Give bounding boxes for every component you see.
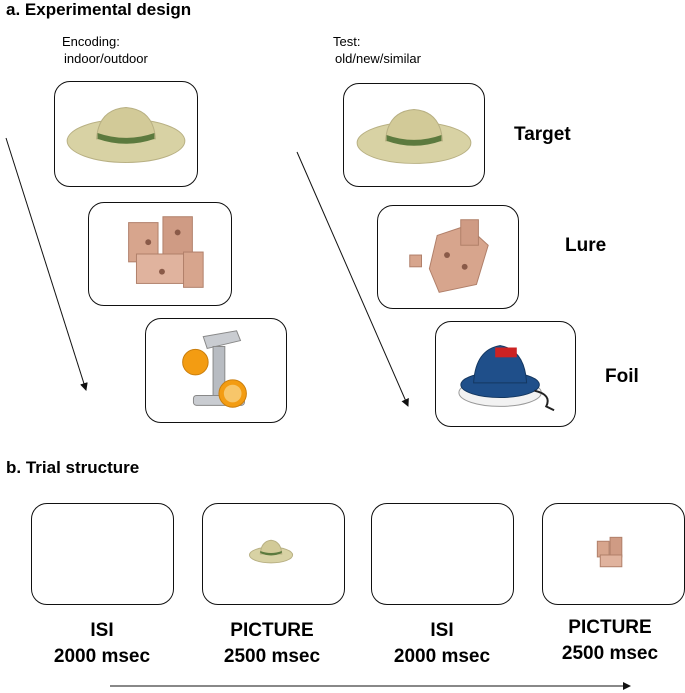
trial-1-duration: 2000 msec bbox=[53, 646, 151, 667]
trial-frame-isi-2 bbox=[371, 503, 514, 605]
condition-target: Target bbox=[514, 124, 571, 145]
test-image-foil bbox=[435, 321, 576, 427]
trial-frame-picture-2 bbox=[542, 503, 685, 605]
wooden-blocks-small-icon bbox=[596, 536, 623, 568]
encoding-image-juicer bbox=[145, 318, 287, 423]
wooden-blocks-variant-icon bbox=[409, 219, 489, 293]
straw-hat-icon bbox=[66, 107, 186, 163]
trial-frame-picture-1 bbox=[202, 503, 345, 605]
trial-label-4: PICTURE 2500 msec bbox=[535, 615, 685, 667]
test-image-target bbox=[343, 83, 485, 187]
trial-frame-isi-1 bbox=[31, 503, 174, 605]
trial-4-duration: 2500 msec bbox=[561, 643, 659, 664]
trial-3-duration: 2000 msec bbox=[393, 646, 491, 667]
trial-1-label: ISI bbox=[90, 620, 114, 641]
encoding-title: Encoding: bbox=[62, 34, 120, 49]
test-sequence-arrow bbox=[296, 151, 409, 407]
trial-3-label: ISI bbox=[430, 620, 454, 641]
citrus-juicer-icon bbox=[182, 330, 247, 408]
condition-lure: Lure bbox=[565, 235, 607, 256]
test-image-lure bbox=[377, 205, 519, 309]
condition-foil: Foil bbox=[605, 366, 639, 387]
straw-hat-icon bbox=[356, 109, 472, 164]
car-polisher-icon bbox=[458, 345, 555, 412]
section-b-heading: b. Trial structure bbox=[6, 458, 140, 477]
encoding-image-blocks bbox=[88, 202, 232, 306]
trial-label-1: ISI 2000 msec bbox=[27, 618, 177, 670]
section-a-heading: a. Experimental design bbox=[6, 0, 192, 19]
trial-2-label: PICTURE bbox=[230, 620, 314, 641]
trial-2-duration: 2500 msec bbox=[223, 646, 321, 667]
test-task: old/new/similar bbox=[335, 51, 421, 66]
encoding-image-hat bbox=[54, 81, 198, 187]
trial-4-label: PICTURE bbox=[568, 617, 652, 638]
straw-hat-small-icon bbox=[248, 539, 294, 564]
wooden-blocks-icon bbox=[128, 216, 204, 288]
trial-label-3: ISI 2000 msec bbox=[367, 618, 517, 670]
encoding-sequence-arrow bbox=[5, 137, 88, 391]
trial-label-2: PICTURE 2500 msec bbox=[197, 618, 347, 670]
test-title: Test: bbox=[333, 34, 361, 49]
encoding-task: indoor/outdoor bbox=[64, 51, 148, 66]
